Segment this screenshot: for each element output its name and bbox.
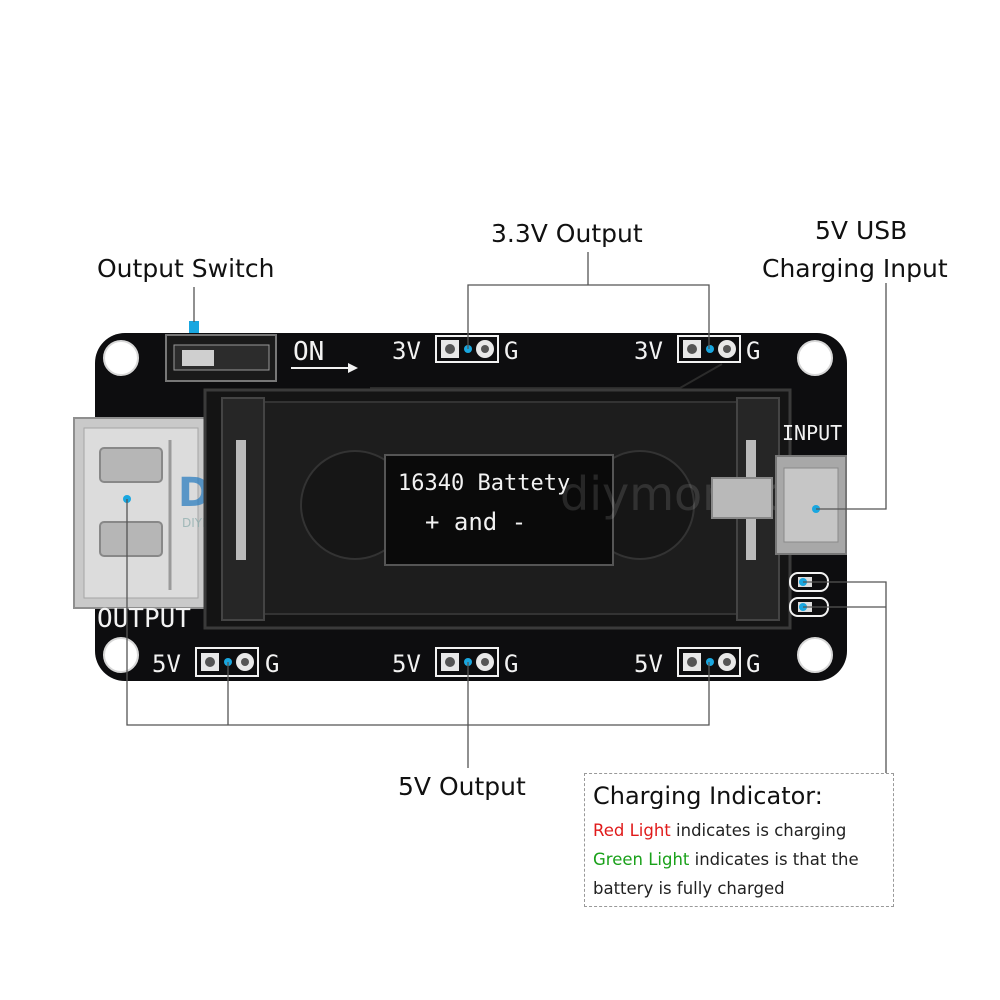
charging-indicator-legend: Charging Indicator: Red Light indicates … [584,773,894,907]
legend-red-line: Red Light indicates is charging [593,816,885,845]
legend-red-text: indicates is charging [670,821,847,840]
pin-3v-label-left: 3V [392,337,421,365]
mounting-hole [797,340,833,376]
mounting-hole [797,637,833,673]
pin-g-label: G [265,650,279,678]
output-label: OUTPUT [97,604,191,634]
pin-5v-label-mid: 5V [392,650,421,678]
input-label: INPUT [782,421,842,445]
legend-green-line: Green Light indicates is that the [593,845,885,874]
leader-lines [126,252,887,773]
callout-5v-output: 5V Output [398,772,526,801]
pin-5v-label-left: 5V [152,650,181,678]
callout-usb-input-line1: 5V USB [815,216,908,245]
mounting-hole [103,340,139,376]
legend-green-text: indicates is that the [689,850,859,869]
pin-3v-label-right: 3V [634,337,663,365]
usb-a-connector [73,417,209,609]
legend-green-label: Green Light [593,850,690,869]
pad-marker [706,345,714,353]
callout-output-switch: Output Switch [97,254,275,283]
on-label: ON [293,337,324,367]
pin-g-label: G [746,650,760,678]
mounting-hole [103,637,139,673]
legend-title: Charging Indicator: [593,782,823,810]
holder-label-line1: 16340 Battety [398,471,570,496]
battery-holder: 16340 Battety + and - [203,388,792,630]
pin-5v-label-right: 5V [634,650,663,678]
micro-usb-connector [711,455,847,555]
pin-g-label: G [504,650,518,678]
output-switch [165,321,277,382]
pin-g-label: G [746,337,760,365]
pad-marker [706,658,714,666]
callout-usb-input-line2: Charging Input [762,254,948,283]
legend-red-label: Red Light [593,821,671,840]
pin-g-label: G [504,337,518,365]
callout-3v3-output: 3.3V Output [491,219,643,248]
holder-label-line2: + and - [425,508,526,536]
legend-line3: battery is fully charged [593,879,785,898]
